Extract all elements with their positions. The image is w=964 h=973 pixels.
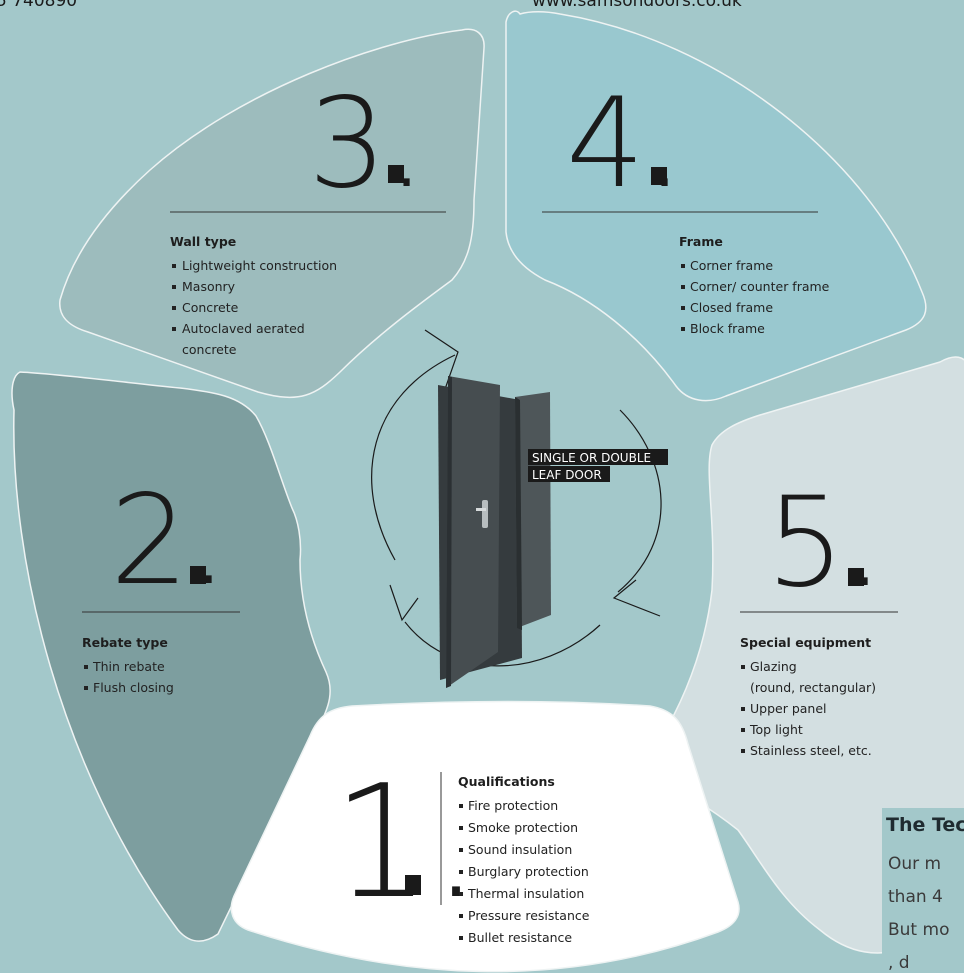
segment-special-equipment: 5. Special equipment Glazing (round, rec…: [650, 356, 964, 954]
bullet-icon: [459, 826, 463, 830]
list-item: Autoclaved aerated: [182, 321, 305, 336]
bullet-icon: [172, 264, 176, 268]
segment-3-dot: [388, 165, 404, 183]
segment-qualifications: 1. Qualifications Fire protection Smoke …: [230, 700, 740, 973]
list-item: Top light: [749, 722, 803, 737]
bullet-icon: [172, 285, 176, 289]
side-text-line: , d: [888, 953, 910, 973]
side-text-line: But mo: [888, 920, 949, 940]
bullet-icon: [84, 665, 88, 669]
bullet-icon: [681, 285, 685, 289]
list-item: concrete: [182, 342, 237, 357]
list-item: Thin rebate: [92, 659, 165, 674]
list-item: Pressure resistance: [468, 908, 590, 923]
segment-1-shape: [230, 700, 740, 973]
list-item: Sound insulation: [468, 842, 572, 857]
list-item: Smoke protection: [468, 820, 578, 835]
segment-5-dot: [848, 568, 864, 586]
side-text-block: The Tec Our m than 4 But mo , d: [882, 808, 964, 973]
website-fragment: www.samsondoors.co.uk: [532, 0, 742, 11]
list-item: Closed frame: [690, 300, 773, 315]
list-item: Thermal insulation: [467, 886, 584, 901]
segment-4-dot: [651, 167, 667, 185]
bullet-icon: [741, 707, 745, 711]
bullet-icon: [459, 936, 463, 940]
side-text-title: The Tec: [886, 814, 964, 836]
segment-2-items: Thin rebate Flush closing: [84, 659, 174, 695]
list-item: Corner/ counter frame: [690, 279, 830, 294]
list-item: Block frame: [690, 321, 765, 336]
list-item: Burglary protection: [468, 864, 589, 879]
segment-frame: 4. Frame Corner frame Corner/ counter fr…: [505, 10, 927, 402]
segment-3-number: 3.: [308, 72, 426, 216]
segment-2-dot: [190, 566, 206, 584]
segment-rebate-type: 2. Rebate type Thin rebate Flush closing: [11, 371, 331, 942]
segment-1-items: Fire protection Smoke protection Sound i…: [459, 798, 590, 945]
list-item: Corner frame: [690, 258, 773, 273]
segment-2-title: Rebate type: [82, 635, 168, 650]
segment-3-shape: [59, 28, 485, 399]
bullet-icon: [459, 914, 463, 918]
bullet-icon: [459, 848, 463, 852]
segment-5-items: Glazing (round, rectangular) Upper panel…: [741, 659, 876, 758]
door-label-line1: SINGLE OR DOUBLE: [532, 451, 651, 465]
list-item: Flush closing: [93, 680, 174, 695]
list-item: (round, rectangular): [750, 680, 876, 695]
segment-3-title: Wall type: [170, 234, 236, 249]
segment-wall-type: 3. Wall type Lightweight construction Ma…: [59, 28, 485, 399]
list-item: Lightweight construction: [182, 258, 337, 273]
bullet-icon: [172, 306, 176, 310]
bullet-icon: [681, 264, 685, 268]
bullet-icon: [741, 728, 745, 732]
segment-4-items: Corner frame Corner/ counter frame Close…: [681, 258, 830, 336]
bullet-icon: [84, 686, 88, 690]
segment-1-dot: [405, 875, 421, 895]
list-item: Masonry: [182, 279, 236, 294]
bullet-icon: [681, 306, 685, 310]
segment-5-title: Special equipment: [740, 635, 871, 650]
list-item: Concrete: [182, 300, 239, 315]
tag-line2-bg: [528, 466, 610, 482]
list-item: Upper panel: [750, 701, 827, 716]
list-item: Fire protection: [468, 798, 558, 813]
segment-4-title: Frame: [679, 234, 723, 249]
bullet-icon: [681, 327, 685, 331]
list-item: Glazing: [750, 659, 797, 674]
side-text-line: than 4: [888, 887, 943, 907]
segment-1-number: 1.: [332, 751, 481, 933]
segment-5-number: 5.: [766, 471, 884, 615]
segment-3-items: Lightweight construction Masonry Concret…: [172, 258, 337, 357]
bullet-icon: [459, 892, 463, 896]
bullet-icon: [741, 749, 745, 753]
segment-4-shape: [505, 10, 927, 402]
bullet-icon: [741, 665, 745, 669]
tag-line1-bg: [528, 449, 668, 465]
segment-2-number: 2.: [110, 469, 228, 613]
list-item: Stainless steel, etc.: [750, 743, 872, 758]
bullet-icon: [172, 327, 176, 331]
door-image: [438, 376, 551, 688]
door-label-line2: LEAF DOOR: [532, 468, 602, 482]
side-text-line: Our m: [888, 854, 941, 874]
door-label-tag: SINGLE OR DOUBLE LEAF DOOR: [528, 449, 668, 482]
bullet-icon: [459, 870, 463, 874]
bullet-icon: [459, 804, 463, 808]
phone-number-fragment: 5 740890: [0, 0, 77, 11]
rotation-arrow-icon: [371, 329, 662, 667]
list-item: Bullet resistance: [468, 930, 572, 945]
segment-2-shape: [11, 371, 331, 942]
segment-1-title: Qualifications: [458, 774, 555, 789]
segment-4-number: 4.: [566, 72, 684, 216]
side-text-bg: [882, 808, 964, 973]
